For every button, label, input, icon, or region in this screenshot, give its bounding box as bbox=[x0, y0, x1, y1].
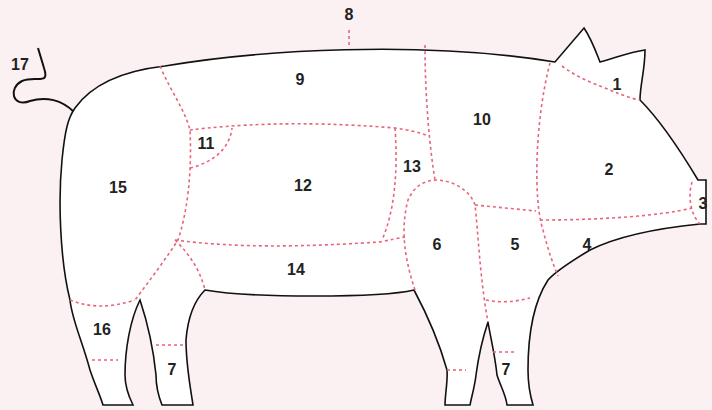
callout-number: 11 bbox=[198, 135, 215, 153]
callout-number: 9 bbox=[296, 71, 305, 89]
callout-number: 1 bbox=[613, 76, 622, 94]
callout-number: 7 bbox=[168, 361, 177, 379]
callout-number: 16 bbox=[93, 321, 111, 339]
callout-number: 15 bbox=[109, 179, 127, 197]
callout-number: 4 bbox=[583, 236, 592, 254]
callout-number: 2 bbox=[605, 161, 614, 179]
callout-number: 5 bbox=[511, 236, 520, 254]
callout-number: 8 bbox=[345, 6, 354, 24]
callout-number: 6 bbox=[433, 236, 442, 254]
callout-number: 17 bbox=[11, 56, 29, 74]
callout-number: 3 bbox=[699, 195, 708, 213]
callout-number: 7 bbox=[502, 361, 511, 379]
callout-number: 13 bbox=[403, 158, 421, 176]
callout-number: 12 bbox=[294, 177, 312, 195]
callout-number: 14 bbox=[287, 261, 305, 279]
callout-number: 10 bbox=[473, 111, 491, 129]
cut-lines bbox=[70, 30, 700, 370]
pig-outline bbox=[60, 28, 706, 405]
